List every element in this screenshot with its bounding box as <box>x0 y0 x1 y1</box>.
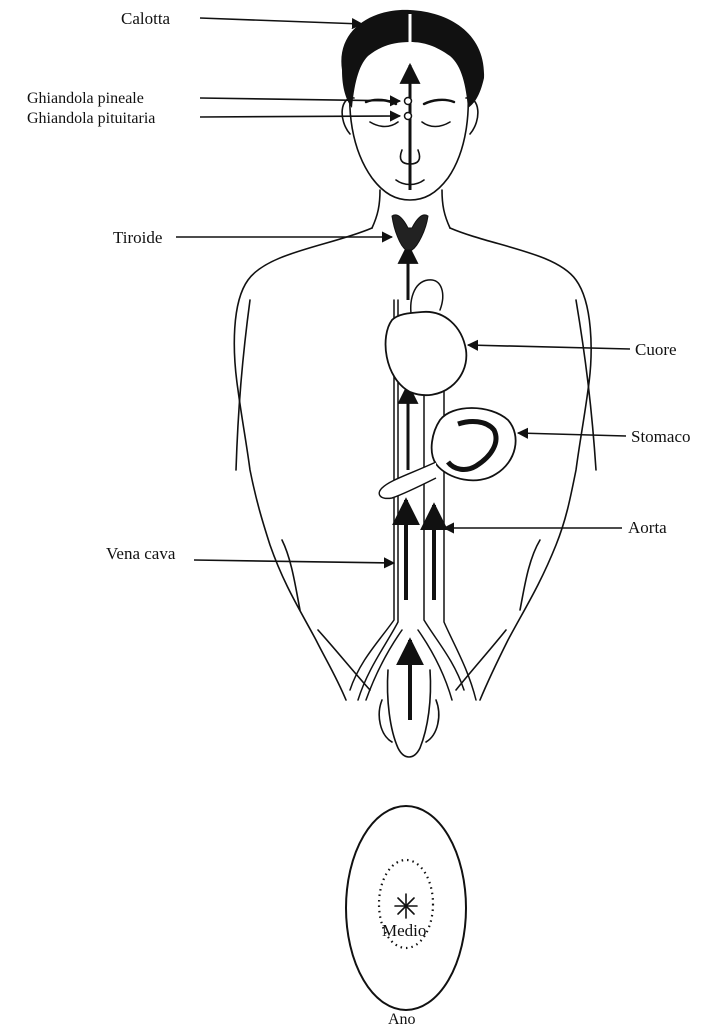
hair <box>341 10 484 108</box>
label-ano: Ano <box>388 1011 416 1028</box>
heart <box>386 312 467 395</box>
label-aorta: Aorta <box>628 518 667 537</box>
torso-left <box>234 228 372 700</box>
label-pineale: Ghiandola pineale <box>27 90 144 107</box>
label-cuore: Cuore <box>635 340 677 359</box>
thyroid-shape <box>392 215 428 250</box>
left-arm <box>236 300 250 470</box>
arrow-vena-cava <box>194 560 394 563</box>
left-eye <box>370 122 398 127</box>
arrow-stomaco <box>518 433 626 436</box>
vessel-branch-a <box>366 630 402 700</box>
label-vena-cava-group: Vena cava <box>106 544 394 563</box>
ano-diagram: Medio Ano <box>346 806 466 1028</box>
pituitary-point <box>405 113 412 120</box>
label-stomaco: Stomaco <box>631 427 691 446</box>
heart-shape <box>386 312 467 395</box>
arrow-cuore <box>468 345 630 349</box>
thyroid <box>392 215 428 250</box>
hair-mass <box>341 10 484 108</box>
label-aorta-group: Aorta <box>444 518 667 537</box>
label-stomaco-group: Stomaco <box>518 427 691 446</box>
arrow-calotta <box>200 18 362 24</box>
neck-right <box>442 190 450 228</box>
stomach <box>379 408 515 498</box>
label-pituitaria: Ghiandola pituitaria <box>27 110 155 127</box>
center-star-icon <box>395 894 417 918</box>
label-calotta: Calotta <box>121 9 171 28</box>
right-eyebrow <box>424 100 454 104</box>
label-tiroide-group: Tiroide <box>113 228 392 247</box>
label-vena-cava: Vena cava <box>106 544 176 563</box>
label-tiroide: Tiroide <box>113 228 162 247</box>
right-eye <box>422 122 450 127</box>
body-outline <box>234 70 596 757</box>
vessel-branch-b <box>418 630 452 700</box>
label-cuore-group: Cuore <box>468 340 677 359</box>
label-calotta-group: Calotta <box>121 9 362 28</box>
pineal-point <box>405 98 412 105</box>
label-medio: Medio <box>382 921 426 940</box>
neck-left <box>372 190 380 228</box>
waist-left <box>282 540 300 610</box>
arrow-pituitaria <box>200 116 400 117</box>
